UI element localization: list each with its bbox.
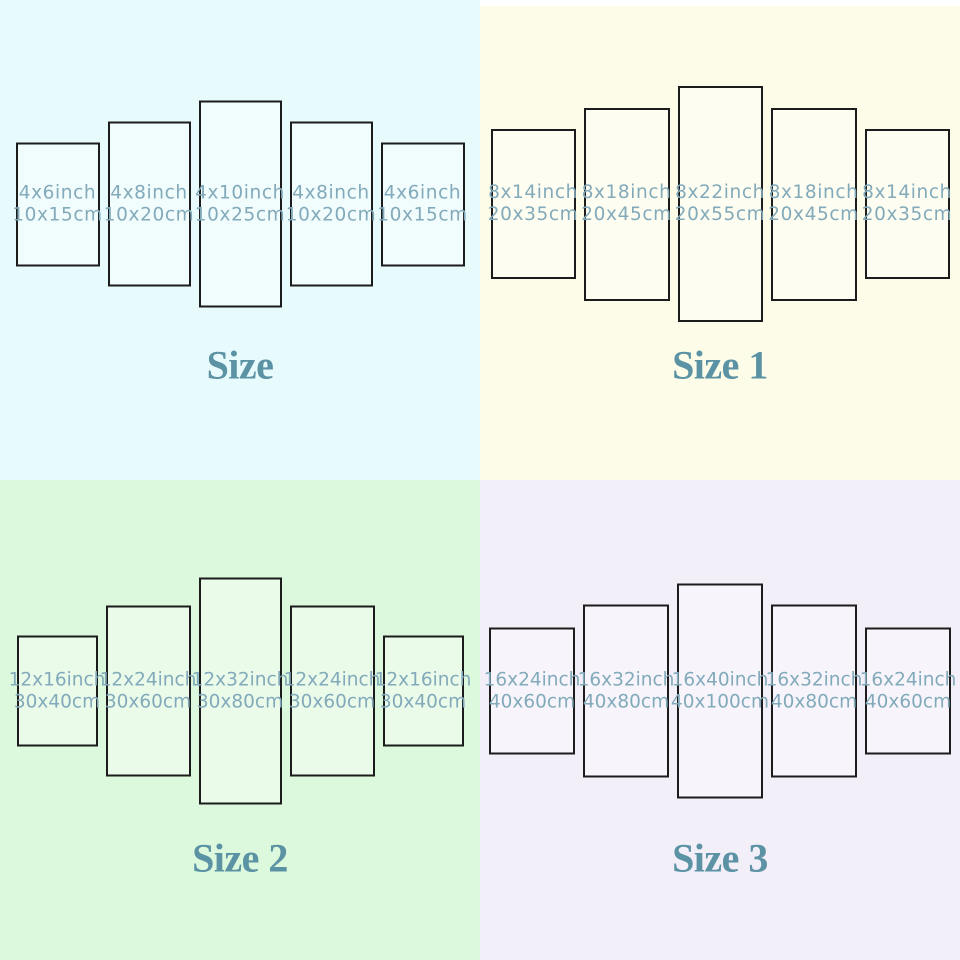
canvas-panel: 16x24inch 40x60cm [484, 627, 580, 755]
panel-size-inch-label: 4x6inch [383, 182, 462, 203]
panel-size-inch-label: 12x32inch [191, 669, 289, 690]
panel-size-cm-label: 30x60cm [288, 691, 376, 712]
panel-size-inch-label: 8x18inch [768, 182, 859, 203]
quadrant-size-1: 8x14inch 20x35cm 8x18inch 20x45cm 8x22in… [480, 0, 960, 480]
size-title: Size 1 [672, 342, 768, 388]
quadrant-size-2: 12x16inch 30x40cm 12x24inch 30x60cm 12x3… [0, 480, 480, 960]
panel-size-cm-label: 10x20cm [285, 204, 377, 225]
panel-size-inch-label: 4x8inch [110, 182, 188, 203]
size-title: Size 3 [672, 835, 768, 881]
canvas-panel: 16x32inch 40x80cm [578, 604, 674, 778]
canvas-panel: 12x24inch 30x60cm [100, 605, 196, 777]
panel-size-inch-label: 12x16inch [8, 669, 106, 690]
canvas-panel: 8x14inch 20x35cm [487, 129, 579, 279]
canvas-panel: 16x32inch 40x80cm [766, 604, 862, 778]
panel-size-inch-label: 12x16inch [374, 669, 472, 690]
panel-size-cm-label: 40x60cm [864, 691, 952, 712]
panel-size-cm-label: 20x45cm [768, 204, 859, 225]
panel-size-cm-label: 10x15cm [377, 204, 468, 225]
panel-size-inch-label: 12x24inch [283, 669, 381, 690]
panel-size-inch-label: 4x6inch [18, 182, 97, 203]
panel-size-cm-label: 30x60cm [104, 691, 192, 712]
quadrant-size-3: 16x24inch 40x60cm 16x32inch 40x80cm 16x4… [480, 480, 960, 960]
panel-size-inch-label: 4x10inch [195, 182, 285, 203]
panel-size-cm-label: 30x40cm [379, 691, 467, 712]
panel-size-inch-label: 16x24inch [859, 669, 957, 690]
panel-size-cm-label: 40x60cm [488, 691, 576, 712]
panel-size-cm-label: 20x45cm [581, 204, 672, 225]
canvas-panel: 12x32inch 30x80cm [192, 577, 288, 805]
canvas-panel: 4x8inch 10x20cm [104, 121, 194, 287]
size-title: Size [206, 342, 274, 388]
panel-size-inch-label: 16x24inch [483, 669, 581, 690]
panels-row: 4x6inch 10x15cm 4x8inch 10x20cm 4x10inch… [0, 100, 480, 308]
panel-size-inch-label: 12x24inch [99, 669, 197, 690]
panel-size-cm-label: 10x20cm [103, 204, 195, 225]
panel-size-cm-label: 40x80cm [582, 691, 670, 712]
canvas-panel: 8x14inch 20x35cm [861, 129, 953, 279]
canvas-panel: 12x24inch 30x60cm [284, 605, 380, 777]
canvas-panel: 4x10inch 10x25cm [195, 100, 285, 308]
panel-size-inch-label: 16x40inch [671, 669, 769, 690]
canvas-panel: 4x8inch 10x20cm [286, 121, 376, 287]
canvas-panel: 4x6inch 10x15cm [377, 142, 467, 266]
panel-size-inch-label: 8x18inch [581, 182, 672, 203]
panel-size-inch-label: 8x22inch [675, 182, 765, 203]
panel-size-inch-label: 8x14inch [488, 182, 578, 203]
panel-size-inch-label: 8x14inch [862, 182, 952, 203]
canvas-panel: 4x6inch 10x15cm [12, 142, 102, 266]
panel-size-inch-label: 4x8inch [292, 182, 370, 203]
top-white-strip [480, 0, 960, 6]
panel-size-inch-label: 16x32inch [765, 669, 863, 690]
canvas-panel: 8x18inch 20x45cm [581, 107, 672, 301]
panel-size-cm-label: 40x100cm [671, 691, 769, 712]
panel-size-cm-label: 20x35cm [861, 204, 953, 225]
panel-size-cm-label: 30x80cm [196, 691, 284, 712]
panel-size-cm-label: 20x35cm [487, 204, 579, 225]
canvas-panel: 8x22inch 20x55cm [674, 86, 766, 322]
canvas-panel: 8x18inch 20x45cm [768, 107, 859, 301]
panel-size-inch-label: 16x32inch [577, 669, 675, 690]
panels-row: 8x14inch 20x35cm 8x18inch 20x45cm 8x22in… [480, 86, 960, 322]
panel-size-cm-label: 40x80cm [770, 691, 858, 712]
size-title: Size 2 [192, 835, 288, 881]
canvas-panel: 16x24inch 40x60cm [860, 627, 956, 755]
panel-size-cm-label: 10x15cm [12, 204, 103, 225]
canvas-panel: 12x16inch 30x40cm [9, 635, 105, 747]
canvas-panel: 12x16inch 30x40cm [375, 635, 471, 747]
panel-size-cm-label: 30x40cm [13, 691, 101, 712]
panel-size-cm-label: 10x25cm [194, 204, 286, 225]
quadrant-size: 4x6inch 10x15cm 4x8inch 10x20cm 4x10inch… [0, 0, 480, 480]
canvas-panel: 16x40inch 40x100cm [671, 583, 769, 799]
panels-row: 16x24inch 40x60cm 16x32inch 40x80cm 16x4… [480, 583, 960, 799]
panels-row: 12x16inch 30x40cm 12x24inch 30x60cm 12x3… [0, 577, 480, 805]
panel-size-cm-label: 20x55cm [674, 204, 766, 225]
